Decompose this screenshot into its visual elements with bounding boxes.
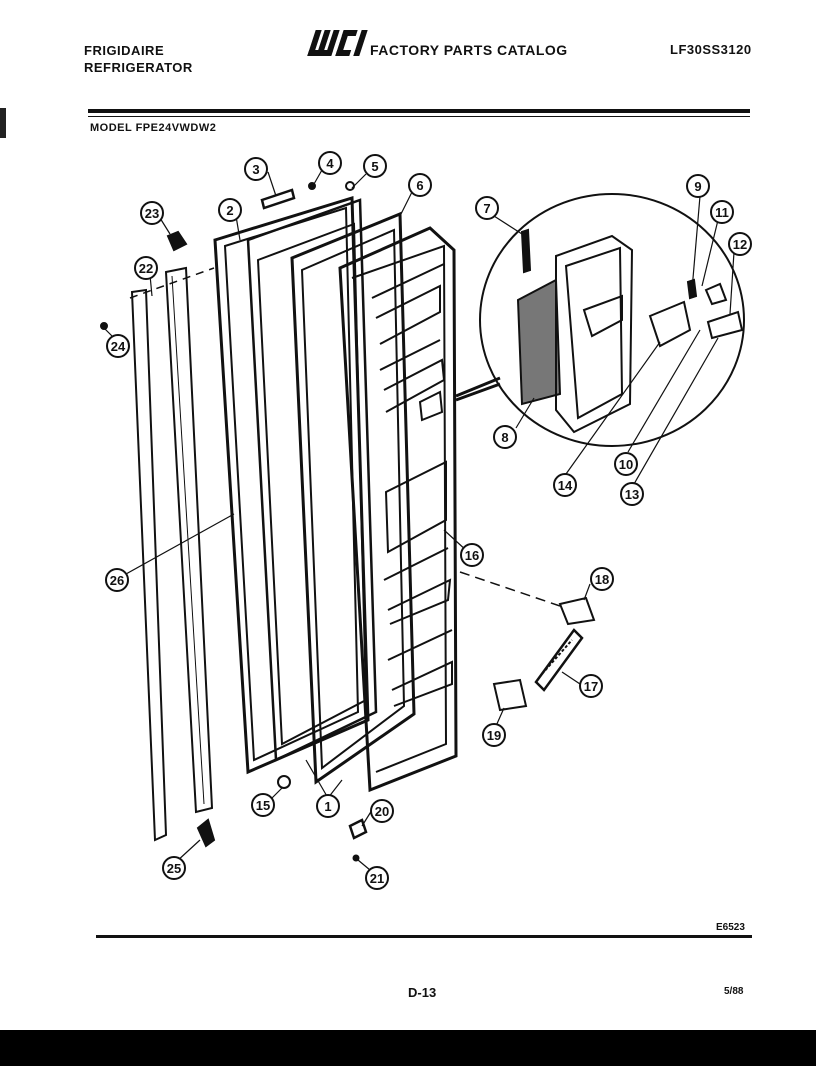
callout-circle [365, 866, 389, 890]
callout-15: 15 [256, 798, 270, 813]
callout-16: 16 [465, 548, 479, 563]
callout-5: 5 [371, 159, 378, 174]
brand-block: FRIGIDAIRE REFRIGERATOR [84, 42, 193, 76]
callout-7: 7 [483, 201, 490, 216]
callout-circle [134, 256, 158, 280]
print-date: 5/88 [724, 986, 744, 997]
rod-7 [520, 228, 532, 274]
callout-circle [614, 452, 638, 476]
inner-door-panel [290, 211, 416, 785]
callout-circle [105, 568, 129, 592]
trim-17 [534, 628, 584, 692]
callout-11: 11 [715, 205, 729, 220]
callout-circle [493, 425, 517, 449]
callout-22: 22 [139, 261, 153, 276]
callout-17: 17 [584, 679, 598, 694]
brand-name: FRIGIDAIRE [84, 43, 165, 58]
callout-8: 8 [501, 430, 508, 445]
figure-code: E6523 [716, 922, 745, 933]
door-gasket [213, 195, 370, 775]
detail-circle [479, 193, 745, 447]
callout-circle [251, 793, 275, 817]
callout-21: 21 [370, 871, 384, 886]
callout-circle [620, 482, 644, 506]
switch-11 [704, 282, 728, 306]
callout-12: 12 [733, 237, 747, 252]
hinge-bottom [196, 818, 216, 848]
callout-circle [318, 151, 342, 175]
callout-19: 19 [487, 728, 501, 743]
callout-circle [408, 173, 432, 197]
callout-circle [686, 174, 710, 198]
dispenser-housing [555, 234, 634, 434]
bracket-18 [558, 596, 596, 626]
callout-2: 2 [226, 203, 233, 218]
callout-circle [218, 198, 242, 222]
callout-6: 6 [416, 178, 423, 193]
callout-circle [475, 196, 499, 220]
insulation-panel [516, 278, 562, 406]
actuator-14 [648, 300, 692, 348]
gasket-strip-26 [130, 288, 168, 842]
header-rule-thin [88, 116, 750, 117]
callout-13: 13 [625, 487, 639, 502]
footer-rule [96, 935, 752, 938]
callout-circle [370, 799, 394, 823]
callout-circle [460, 543, 484, 567]
callout-20: 20 [375, 804, 389, 819]
header-rule-thick [88, 109, 750, 113]
callout-25: 25 [167, 861, 181, 876]
callout-23: 23 [145, 206, 159, 221]
gasket-strip-22 [164, 266, 214, 814]
door-liner-frame [246, 198, 378, 762]
callout-3: 3 [252, 162, 259, 177]
bracket-19 [492, 678, 528, 712]
callout-circle [590, 567, 614, 591]
model-label: MODEL FPE24VWDW2 [90, 122, 217, 134]
callout-circle [162, 856, 186, 880]
callout-circle [728, 232, 752, 256]
product-type: REFRIGERATOR [84, 60, 193, 75]
callout-circle [482, 723, 506, 747]
callout-circle [140, 201, 164, 225]
callout-10: 10 [619, 457, 633, 472]
callout-4: 4 [326, 156, 334, 171]
callout-26: 26 [110, 573, 124, 588]
scan-edge-mark [0, 108, 6, 138]
catalog-title: FACTORY PARTS CATALOG [370, 42, 568, 58]
callout-circle [553, 473, 577, 497]
callout-circle [363, 154, 387, 178]
callout-9: 9 [694, 179, 701, 194]
callout-circle [244, 157, 268, 181]
catalog-number: LF30SS3120 [670, 42, 752, 57]
cover-12 [706, 310, 744, 340]
callout-circle [710, 200, 734, 224]
page-number: D-13 [408, 985, 437, 1000]
callout-18: 18 [595, 572, 609, 587]
dispenser-opening [418, 390, 444, 422]
hinge-top [166, 230, 188, 252]
callout-circle [316, 794, 340, 818]
callout-circle [106, 334, 130, 358]
door-shelf-panel [338, 226, 458, 793]
handle-trim [260, 188, 296, 210]
wci-logo [307, 30, 368, 56]
callout-circle [579, 674, 603, 698]
scan-bottom-border [0, 1030, 816, 1066]
callout-1: 1 [324, 799, 331, 814]
callout-24: 24 [111, 339, 126, 354]
callout-14: 14 [558, 478, 573, 493]
